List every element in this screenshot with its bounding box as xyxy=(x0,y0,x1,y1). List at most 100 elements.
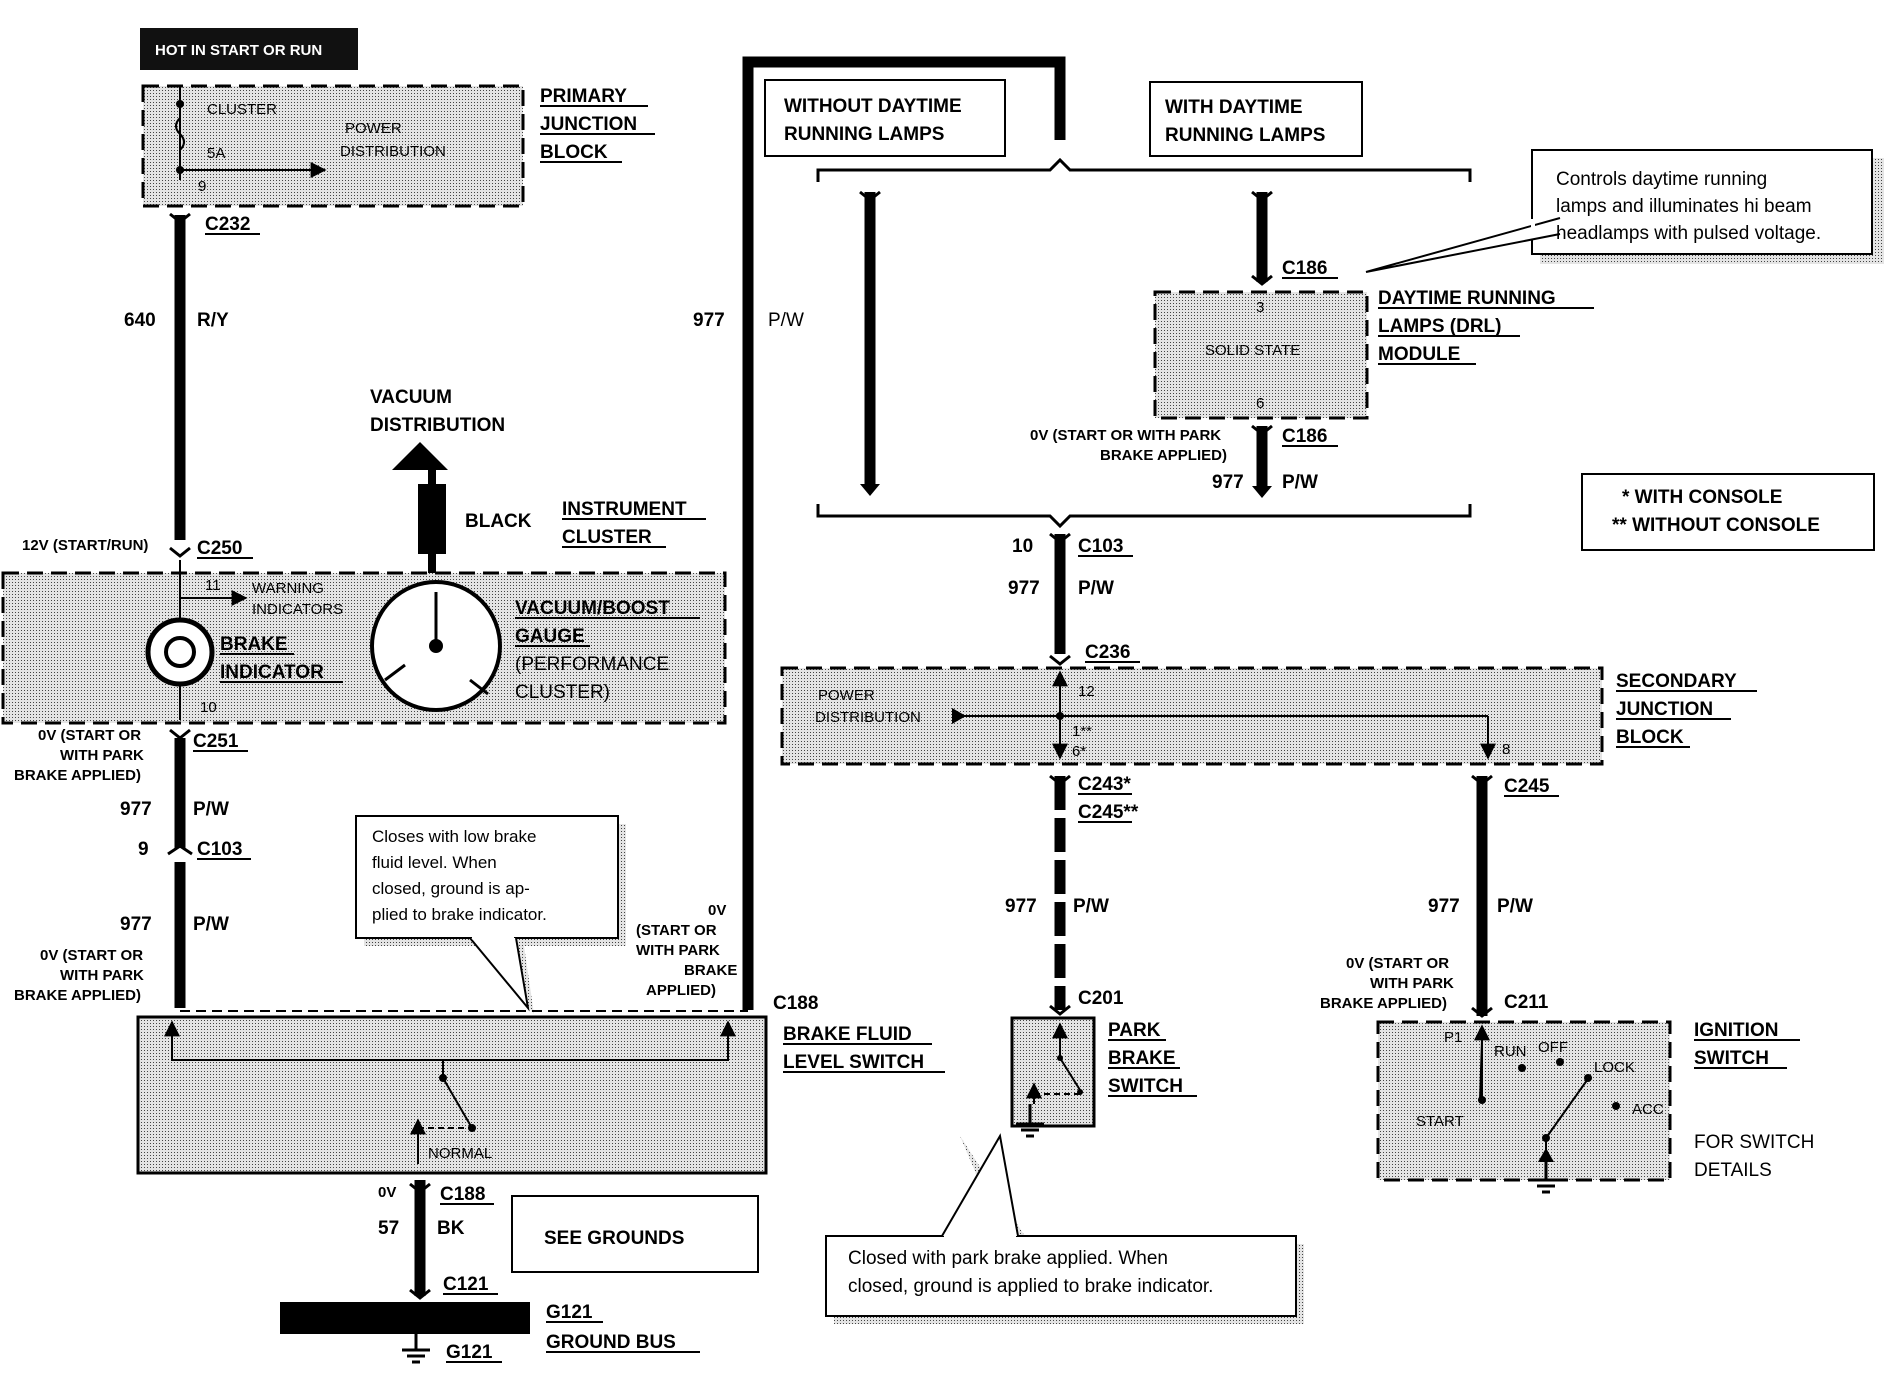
primary-junction-block xyxy=(141,84,525,208)
c188-right-voltage-1: 0V xyxy=(708,902,726,919)
pjb-power-1: POWER xyxy=(345,120,402,137)
callout-low-fluid-2: fluid level. When xyxy=(372,853,497,872)
ign-voltage-3: BRAKE APPLIED) xyxy=(1320,995,1447,1012)
cluster-warning-2: INDICATORS xyxy=(252,601,343,618)
brake-indicator-lamp xyxy=(145,617,215,687)
sjb-pin1: 1** xyxy=(1072,723,1092,740)
c188-right-voltage-5: APPLIED) xyxy=(646,982,716,999)
vacuum-title-2: DISTRIBUTION xyxy=(370,415,505,436)
pjb-pin: 9 xyxy=(198,178,206,195)
wire-977-drl-color: P/W xyxy=(1282,472,1318,493)
ign-p1: P1 xyxy=(1444,1029,1462,1046)
sjb-pin12: 12 xyxy=(1078,683,1095,700)
callout-low-fluid-3: closed, ground is ap- xyxy=(372,879,530,898)
wire-640-number: 640 xyxy=(124,310,156,331)
cluster-warning-1: WARNING xyxy=(252,580,324,597)
connector-c243: C243* xyxy=(1078,774,1131,795)
callout-park xyxy=(825,1235,1297,1317)
wire-977-e-number: 977 xyxy=(1428,896,1460,917)
wire-977-c-color: P/W xyxy=(1078,578,1114,599)
pjb-title-2: JUNCTION xyxy=(540,114,637,135)
console-legend-1: * WITH CONSOLE xyxy=(1622,487,1782,508)
cluster-pin11: 11 xyxy=(205,577,221,594)
callout-drl-1: Controls daytime running xyxy=(1556,169,1767,190)
park-brake-switch xyxy=(1010,1016,1096,1128)
drl-solid-state: SOLID STATE xyxy=(1205,342,1300,359)
callout-park-1: Closed with park brake applied. When xyxy=(848,1248,1168,1269)
ign-details-1: FOR SWITCH xyxy=(1694,1132,1814,1153)
brake-indicator-2: INDICATOR xyxy=(220,662,324,683)
ign-lock: LOCK xyxy=(1594,1059,1635,1076)
connector-c188-top: C188 xyxy=(773,993,818,1014)
ground-bus-bar xyxy=(280,1302,530,1334)
drl-voltage-1: 0V (START OR WITH PARK xyxy=(1030,427,1221,444)
bottom-voltage: 0V xyxy=(378,1184,396,1201)
wire-57-number: 57 xyxy=(378,1218,399,1239)
ground-bus-label: GROUND BUS xyxy=(546,1332,676,1353)
ign-voltage-2: WITH PARK xyxy=(1370,975,1454,992)
pjb-title-1: PRIMARY xyxy=(540,86,627,107)
callout-low-fluid-1: Closes with low brake xyxy=(372,827,536,846)
wire-977-top-number: 977 xyxy=(693,310,725,331)
wire-977-drl-number: 977 xyxy=(1212,472,1244,493)
c188-right-voltage-4: BRAKE xyxy=(684,962,737,979)
drl-module xyxy=(1153,290,1369,420)
wire-977-outer xyxy=(742,56,1066,1010)
see-grounds: SEE GROUNDS xyxy=(544,1228,684,1249)
ign-details-2: DETAILS xyxy=(1694,1160,1772,1181)
c103-left-pin: 9 xyxy=(138,839,149,860)
hot-label: HOT IN START OR RUN xyxy=(155,42,322,59)
connector-c186-top: C186 xyxy=(1282,258,1327,279)
without-drl-1: WITHOUT DAYTIME xyxy=(784,96,962,117)
console-legend xyxy=(1581,473,1875,551)
connector-c211: C211 xyxy=(1504,992,1549,1013)
pjb-fuse-rating: 5A xyxy=(207,145,225,162)
connector-c236: C236 xyxy=(1085,642,1130,663)
sjb-power-1: POWER xyxy=(818,687,875,704)
pjb-title-3: BLOCK xyxy=(540,142,608,163)
ign-run: RUN xyxy=(1494,1043,1527,1060)
c188-left-voltage-2: WITH PARK xyxy=(60,967,144,984)
connector-c188-bottom: C188 xyxy=(440,1184,485,1205)
wire-977-d-color: P/W xyxy=(1073,896,1109,917)
top-brace xyxy=(816,157,1472,182)
ign-voltage-1: 0V (START OR xyxy=(1346,955,1449,972)
ignition-switch xyxy=(1376,1020,1672,1182)
brake-switch-title-1: BRAKE FLUID xyxy=(783,1024,912,1045)
voltage-12v: 12V (START/RUN) xyxy=(22,537,148,554)
c251-voltage-3: BRAKE APPLIED) xyxy=(14,767,141,784)
c188-right-voltage-3: WITH PARK xyxy=(636,942,720,959)
connector-c245-center: C245** xyxy=(1078,802,1139,823)
without-drl-box xyxy=(764,79,1006,157)
c251-voltage-1: 0V (START OR xyxy=(38,727,141,744)
callout-drl xyxy=(1531,149,1873,255)
connector-c251: C251 xyxy=(193,731,239,752)
connector-c186-bottom: C186 xyxy=(1282,426,1327,447)
with-drl-2: RUNNING LAMPS xyxy=(1165,125,1325,146)
connector-c250: C250 xyxy=(197,538,242,559)
connector-c201: C201 xyxy=(1078,988,1124,1009)
gauge-label-3: (PERFORMANCE xyxy=(515,654,669,675)
ign-title-2: SWITCH xyxy=(1694,1048,1769,1069)
gauge-label-2: GAUGE xyxy=(515,626,585,647)
wire-57-color: BK xyxy=(437,1218,465,1239)
vacuum-title-1: VACUUM xyxy=(370,387,452,408)
callout-drl-3: headlamps with pulsed voltage. xyxy=(1556,223,1821,244)
c188-left-voltage-3: BRAKE APPLIED) xyxy=(14,987,141,1004)
with-drl-box xyxy=(1149,81,1363,157)
wire-977-top-color: P/W xyxy=(768,310,804,331)
connector-c103-left: C103 xyxy=(197,839,242,860)
vacuum-hose xyxy=(418,484,446,554)
see-grounds-box xyxy=(511,1195,759,1273)
pjb-power-2: DISTRIBUTION xyxy=(340,143,446,160)
brake-switch-normal: NORMAL xyxy=(428,1145,492,1162)
drl-pin3: 3 xyxy=(1256,299,1264,316)
vacuum-hose-label: BLACK xyxy=(465,511,532,532)
wire-977-c-number: 977 xyxy=(1008,578,1040,599)
instrument-cluster xyxy=(1,571,727,725)
wire-640-color: R/Y xyxy=(197,310,229,331)
drl-title-3: MODULE xyxy=(1378,344,1460,365)
drl-voltage-2: BRAKE APPLIED) xyxy=(1100,447,1227,464)
g121-top: G121 xyxy=(546,1302,593,1323)
